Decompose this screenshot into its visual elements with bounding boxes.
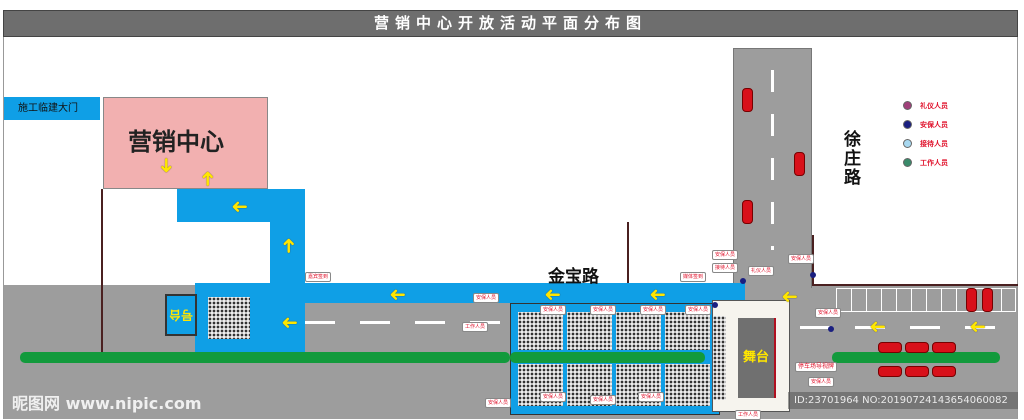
media-tag: 媒体签到: [680, 272, 707, 282]
stage-label: 舞台: [742, 350, 769, 365]
security-tag: 安保人员: [640, 305, 667, 315]
walkway: [270, 222, 305, 292]
etiquette-tag: 礼仪人员: [748, 266, 775, 276]
security-tag: 安保人员: [815, 308, 842, 318]
security-tag: 安保人员: [590, 305, 617, 315]
arrow-down-icon: ➜: [155, 157, 179, 174]
legend: 礼仪人员 安保人员 接待人员 工作人员: [903, 96, 1003, 172]
car-icon: [905, 366, 929, 377]
arrow-left-icon: ➜: [869, 314, 886, 338]
gate-label: 施工临建大门: [4, 97, 100, 120]
security-marker: [828, 326, 834, 332]
security-tag: 安保人员: [473, 293, 500, 303]
arrow-left-icon: ➜: [649, 282, 666, 306]
legend-item: 礼仪人员: [903, 96, 1003, 115]
legend-label: 安保人员: [920, 120, 948, 129]
arrow-left-icon: ➜: [389, 282, 406, 306]
seating-block: [208, 297, 250, 339]
parking-sign-tag: 停车场导视牌: [795, 362, 838, 372]
car-icon: [932, 342, 956, 353]
sign-board: 号台: [165, 294, 197, 336]
road-dashes-right: [800, 326, 1010, 329]
legend-label: 工作人员: [920, 158, 948, 167]
staff-tag: 工作人员: [462, 322, 489, 332]
sign-board-label: 号台: [169, 308, 194, 322]
walkway: [195, 283, 745, 303]
sales-center: 营销中心 ➜ ➜: [103, 97, 268, 189]
car-icon: [932, 366, 956, 377]
car-icon: [742, 200, 753, 224]
arrow-up-icon: ➜: [195, 170, 219, 187]
legend-item: 工作人员: [903, 153, 1003, 172]
seating-block: [518, 312, 563, 350]
xuzhuang-road-dashes: [771, 70, 774, 250]
fence: [812, 284, 1018, 286]
stage: 舞台: [738, 318, 776, 398]
median-right: [832, 352, 1000, 363]
walkway: [177, 189, 305, 222]
car-icon: [905, 342, 929, 353]
xuzhuang-road-label: 徐庄路: [840, 130, 860, 187]
security-tag: 安保人员: [685, 305, 712, 315]
car-icon: [966, 288, 977, 312]
fence: [627, 222, 629, 284]
arrow-left-icon: ➜: [544, 282, 561, 306]
security-tag: 安保人员: [485, 398, 512, 408]
legend-label: 礼仪人员: [920, 101, 948, 110]
checkin-tag: 嘉宾签到: [305, 272, 332, 282]
seating-block: [567, 312, 612, 350]
arrow-left-icon: ➜: [281, 310, 298, 334]
car-icon: [878, 342, 902, 353]
seating-block: [665, 364, 710, 406]
watermark-id: ID:23701964 NO:20190724143654060082: [788, 392, 1018, 409]
sales-center-label: 营销中心: [128, 128, 224, 156]
legend-item: 安保人员: [903, 115, 1003, 134]
security-dot-icon: [903, 120, 912, 129]
median: [20, 352, 510, 363]
fence: [101, 189, 103, 352]
seating-block: [665, 312, 710, 350]
car-icon: [982, 288, 993, 312]
security-tag: 安保人员: [712, 250, 739, 260]
car-icon: [742, 88, 753, 112]
reception-tag: 接待人员: [712, 263, 739, 273]
car-icon: [794, 152, 805, 176]
car-icon: [878, 366, 902, 377]
legend-item: 接待人员: [903, 134, 1003, 153]
seating-block: [616, 312, 661, 350]
seating-block: [713, 316, 726, 400]
security-tag: 安保人员: [788, 254, 815, 264]
legend-label: 接待人员: [920, 139, 948, 148]
arrow-left-icon: ➜: [969, 314, 986, 338]
security-tag: 安保人员: [540, 392, 567, 402]
jinbao-road-label: 金宝路: [548, 267, 599, 287]
security-tag: 安保人员: [540, 305, 567, 315]
median: [510, 352, 705, 363]
security-tag: 安保人员: [638, 392, 665, 402]
arrow-left-icon: ➜: [781, 284, 798, 308]
watermark-site: 昵图网 www.nipic.com: [12, 394, 202, 413]
road-dashes: [305, 321, 505, 324]
security-tag: 安保人员: [590, 395, 617, 405]
security-marker: [740, 278, 746, 284]
security-marker: [712, 302, 718, 308]
page-title: 营销中心开放活动平面分布图: [3, 10, 1018, 37]
security-tag: 安保人员: [808, 377, 835, 387]
staff-dot-icon: [903, 158, 912, 167]
arrow-up-icon: ➜: [276, 237, 300, 254]
arrow-left-icon: ➜: [231, 194, 248, 218]
reception-dot-icon: [903, 139, 912, 148]
security-marker: [810, 272, 816, 278]
etiquette-dot-icon: [903, 101, 912, 110]
